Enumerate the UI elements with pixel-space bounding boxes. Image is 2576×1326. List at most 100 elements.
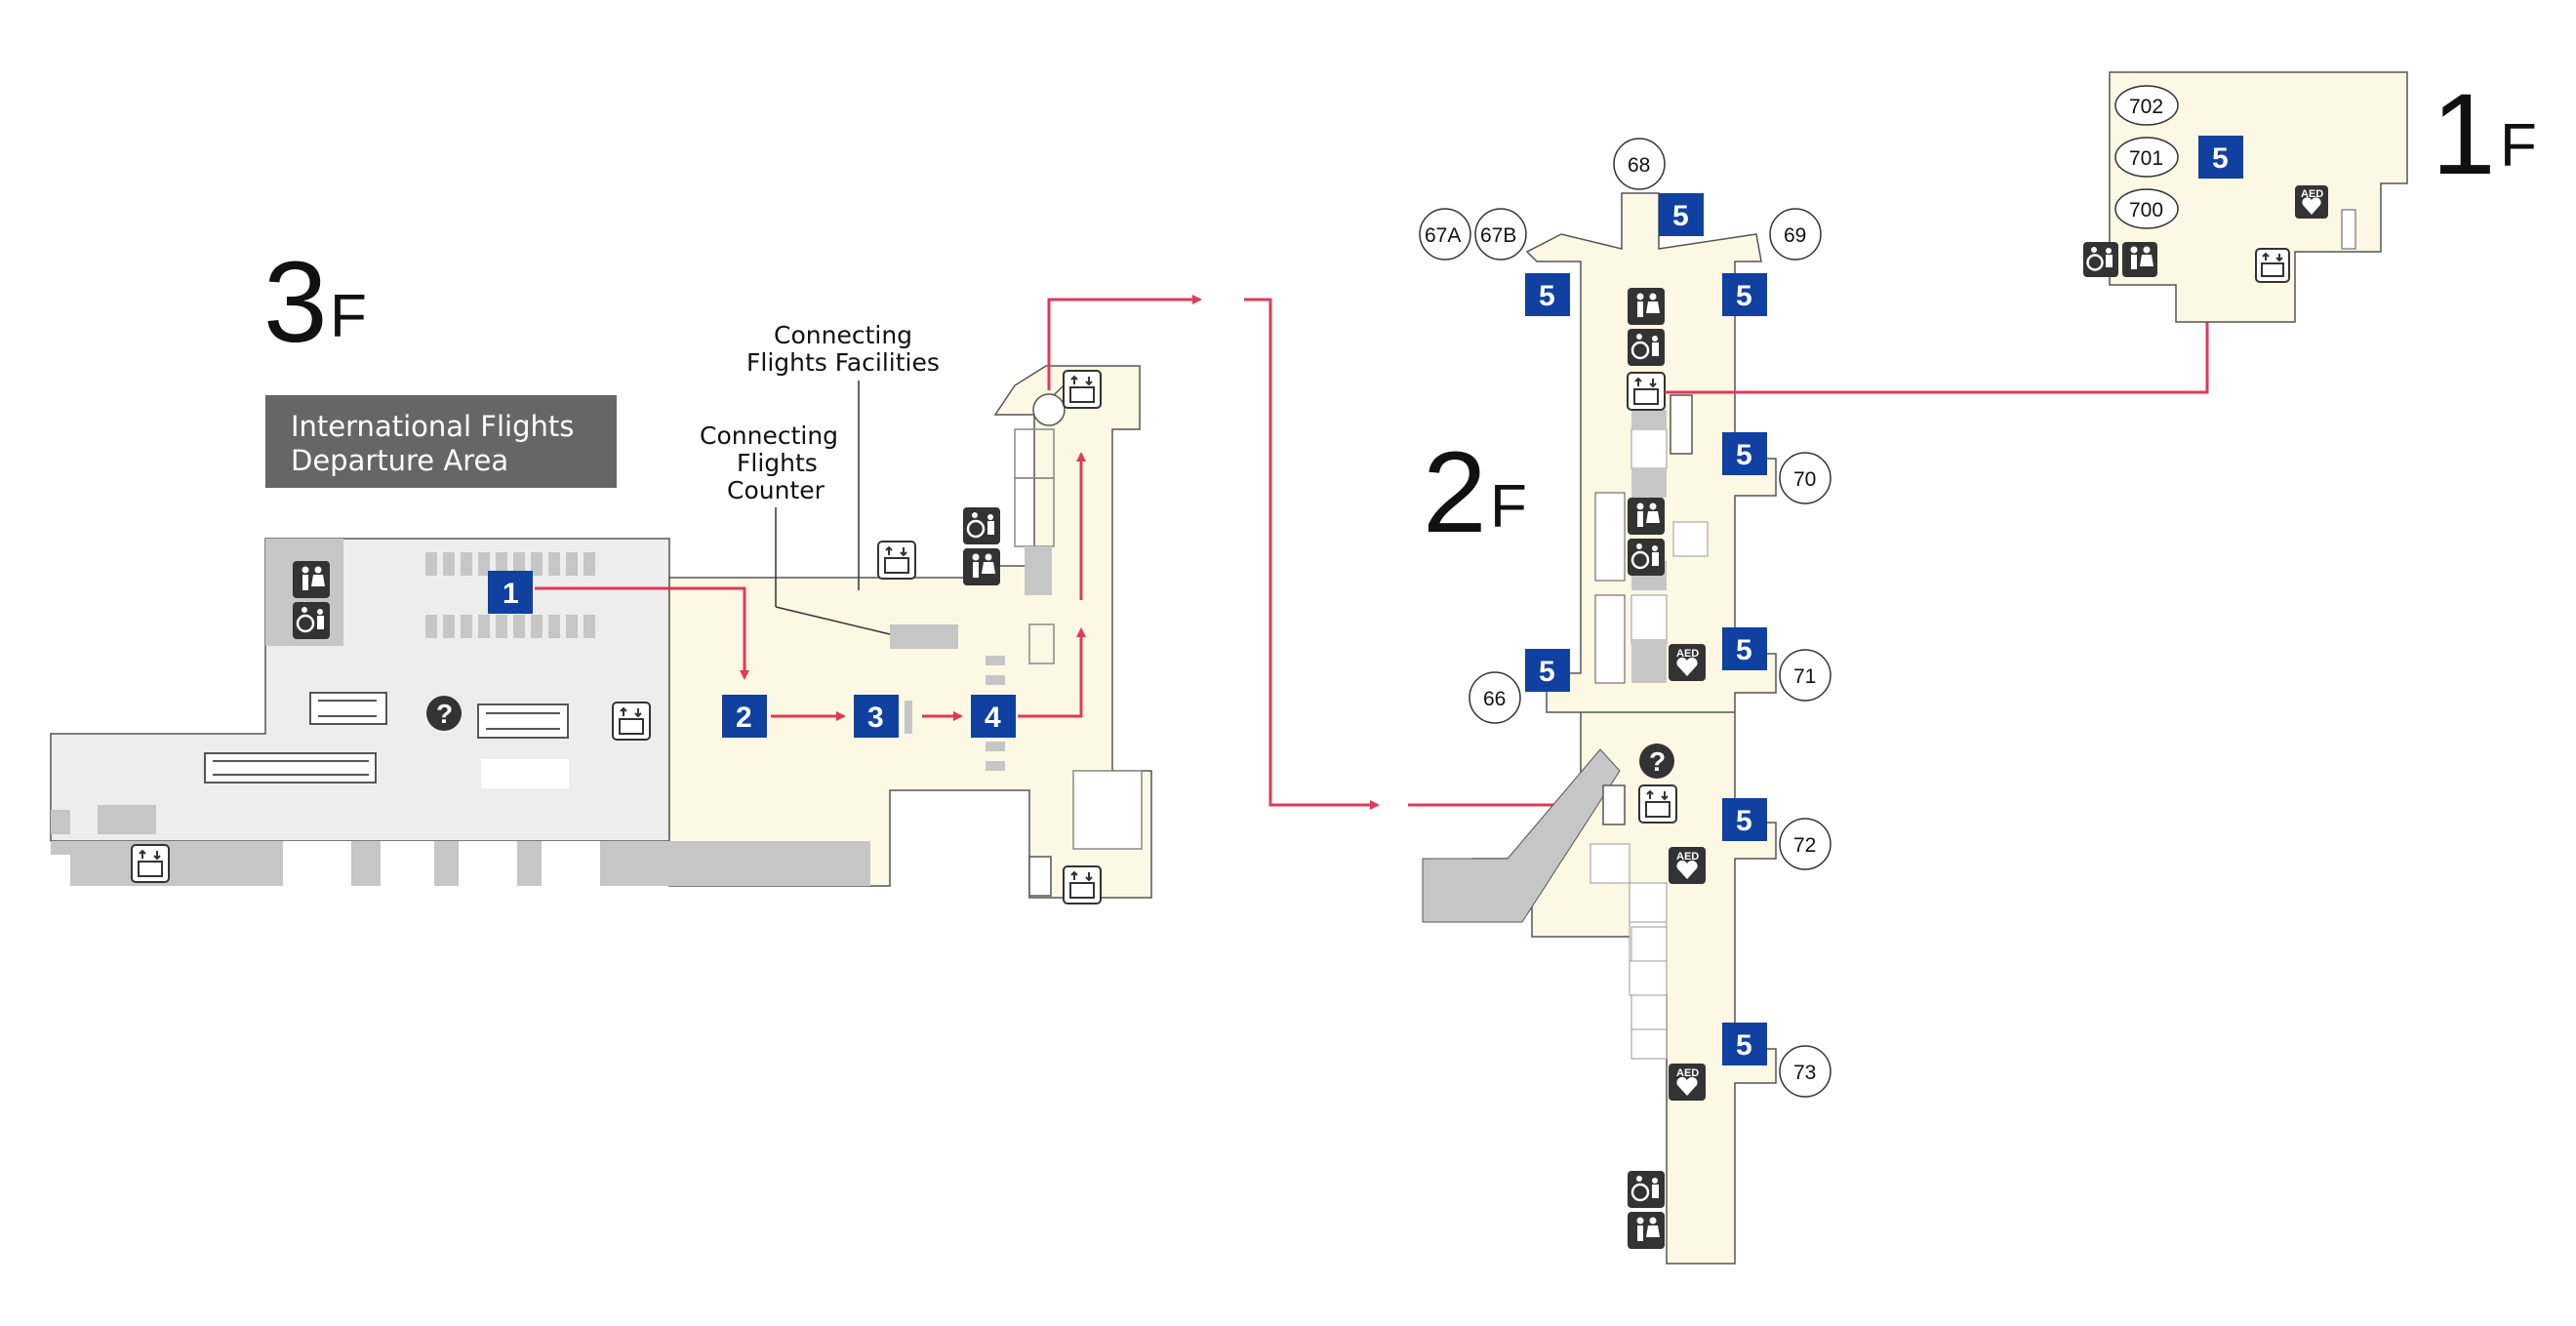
gate-702[interactable]: 702 [2114, 85, 2179, 126]
step-5-number: 5 [1736, 1029, 1752, 1062]
gate-69-label: 69 [1784, 224, 1806, 247]
elevator-icon[interactable] [1627, 372, 1666, 411]
step-2-number: 2 [736, 702, 752, 734]
gate-70[interactable]: 70 [1779, 452, 1831, 504]
step-5-badge: 5 [1525, 649, 1570, 692]
gate-700[interactable]: 700 [2114, 188, 2179, 229]
accessible-restroom-icon [963, 507, 1000, 544]
facilities-label-line2: Flights Facilities [746, 348, 940, 377]
step-5-number: 5 [1539, 280, 1555, 312]
counter-label-line2: Flights [737, 449, 818, 477]
aed-label: AED [2301, 188, 2323, 200]
gate-73[interactable]: 73 [1779, 1045, 1831, 1098]
departure-area-label-bg [265, 395, 617, 488]
step-5-badge: 5 [1659, 193, 1704, 236]
gate-66-label: 66 [1483, 688, 1506, 710]
gray-block [51, 810, 70, 834]
step-5-badge: 5 [1722, 1023, 1767, 1065]
step-5-badge: 5 [1722, 627, 1767, 670]
gate-68-label: 68 [1628, 154, 1650, 177]
floor-1f-number: 1 [2432, 70, 2496, 199]
concourse-2f-floor [1472, 192, 1777, 1265]
floor-1f-plan: 1 F 702 701 700 5 AED [2083, 70, 2537, 323]
gate-702-label: 702 [2129, 96, 2163, 118]
floor-3f-number: 3 [263, 238, 328, 367]
ramp-2f [1422, 748, 1621, 923]
gate-73-label: 73 [1793, 1062, 1816, 1084]
rooms-2f [1590, 428, 1709, 1060]
floor-2f-number: 2 [1423, 428, 1487, 557]
floor-3f-suffix: F [330, 283, 367, 350]
aed-icon: AED [2295, 185, 2328, 219]
counter-label-line1: Connecting [700, 422, 838, 450]
floor-3f-plan: 3 F International Flights Departure Area… [50, 238, 1202, 904]
facilities-room [1025, 546, 1052, 595]
restroom-icon [293, 561, 330, 598]
step-4-badge: 4 [971, 695, 1016, 738]
escalator-2f [1670, 394, 1693, 455]
step-5-number: 5 [1736, 280, 1752, 312]
gate-67b[interactable]: 67B [1474, 208, 1527, 261]
elevator-icon[interactable] [1638, 784, 1677, 824]
floor-1f-area [2109, 71, 2408, 323]
step-3-number: 3 [867, 702, 884, 734]
restroom-icon [963, 548, 1000, 585]
escalator-round [1032, 393, 1066, 426]
elevator-icon[interactable] [1063, 865, 1102, 904]
aed-icon: AED [1669, 847, 1706, 884]
step-2-badge: 2 [722, 695, 767, 738]
step-5-badge: 5 [1722, 798, 1767, 841]
restroom-icon [1628, 288, 1665, 325]
information-icon[interactable]: ? [1639, 743, 1674, 779]
facilities-label-line1: Connecting [774, 321, 912, 349]
step-1-number: 1 [503, 578, 519, 610]
step-1-badge: 1 [488, 571, 533, 614]
step-4-number: 4 [985, 702, 1001, 734]
step-5-badge: 5 [1722, 273, 1767, 316]
elevator-icon[interactable] [612, 702, 651, 741]
inner-rooms [1014, 428, 1143, 850]
gate-701-label: 701 [2129, 147, 2163, 170]
gate-slot [51, 855, 70, 886]
gate-slot [283, 841, 351, 886]
stairs-2f [1594, 492, 1626, 684]
gate-72[interactable]: 72 [1779, 818, 1831, 870]
step-5-badge: 5 [1722, 432, 1767, 475]
gate-68[interactable]: 68 [1613, 138, 1666, 190]
step-5-number: 5 [1736, 634, 1752, 666]
escalator-1f [2341, 209, 2356, 250]
elevator-icon[interactable] [877, 541, 916, 580]
information-icon[interactable]: ? [426, 696, 462, 731]
accessible-restroom-icon [1628, 329, 1665, 366]
counter-desk [890, 624, 958, 649]
gate-66[interactable]: 66 [1469, 671, 1521, 724]
step-5-badge: 5 [1525, 273, 1570, 316]
route-path-3f [535, 295, 1202, 721]
restroom-icon [1628, 498, 1665, 535]
aed-label: AED [1676, 851, 1699, 863]
aed-icon: AED [1669, 1064, 1706, 1101]
elevator-icon[interactable] [131, 844, 170, 883]
gray-block [98, 805, 156, 834]
gate-71[interactable]: 71 [1779, 649, 1831, 702]
moving-walkways [204, 692, 569, 784]
step-5-number: 5 [1672, 200, 1689, 232]
route-connector-3f-2f [1244, 298, 1595, 810]
gate-71-label: 71 [1793, 665, 1816, 688]
elevator-icon[interactable] [1063, 370, 1102, 409]
gate-67a[interactable]: 67A [1419, 208, 1471, 261]
gate-slot [381, 841, 434, 886]
departure-area-label-line2: Departure Area [291, 444, 508, 477]
gate-72-label: 72 [1793, 834, 1816, 857]
gate-69[interactable]: 69 [1769, 208, 1822, 261]
accessible-restroom-icon [2083, 242, 2118, 277]
gate-701[interactable]: 701 [2114, 137, 2179, 178]
step-5-number: 5 [2212, 142, 2229, 175]
elevator-icon[interactable] [2255, 248, 2290, 283]
escalator-2f-lower [1602, 784, 1626, 825]
info-glyph: ? [1649, 746, 1666, 777]
gate-slot [459, 841, 517, 886]
gate-67a-label: 67A [1425, 224, 1461, 247]
departure-area-label-line1: International Flights [291, 410, 574, 443]
